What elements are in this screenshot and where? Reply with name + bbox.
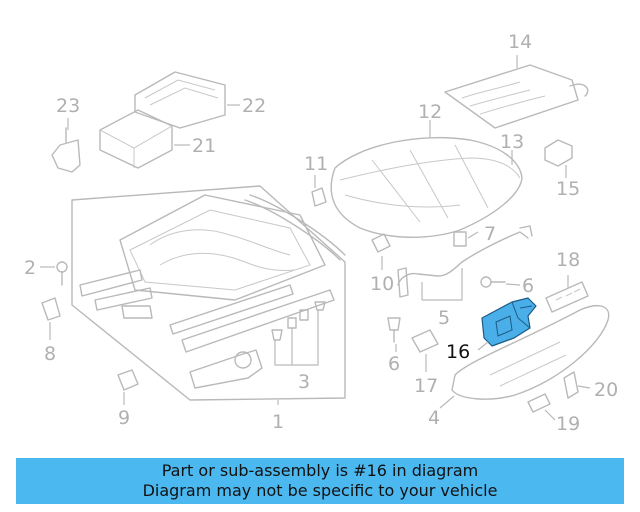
- part-5-wiring-harness: [397, 225, 533, 298]
- part-18-switch-panel: [545, 281, 589, 313]
- part-4-side-shield: [451, 304, 610, 400]
- callout-7: 7: [484, 223, 496, 245]
- callout-3: 3: [298, 371, 310, 393]
- callout-4: 4: [428, 407, 440, 429]
- callout-11: 11: [304, 153, 328, 175]
- part-14-heater-mat: [444, 64, 589, 129]
- callout-18: 18: [556, 249, 580, 271]
- callout-12: 12: [418, 101, 442, 123]
- part-10-connector: [371, 233, 391, 253]
- part-6-screw-upper: [480, 276, 506, 288]
- part-11-clip: [311, 187, 327, 207]
- part-15-switch: [544, 139, 573, 167]
- part-2-bolt: [56, 261, 68, 286]
- callout-22: 22: [242, 95, 266, 117]
- part-16-highlighted-module[interactable]: [481, 297, 537, 347]
- callout-5: 5: [438, 307, 450, 329]
- part-20-knob: [563, 371, 579, 399]
- callout-23: 23: [56, 95, 80, 117]
- seat-frame-assembly: [71, 185, 346, 401]
- callout-labels: 14 12 13 15 11 22 21 23 2 8 9 10 7 6 5 6…: [24, 31, 618, 435]
- callout-13: 13: [500, 131, 524, 153]
- callout-14: 14: [508, 31, 532, 53]
- part-7-clip: [453, 231, 467, 247]
- leader-lines: [40, 55, 591, 421]
- callout-19: 19: [556, 413, 580, 435]
- part-17-connector: [411, 329, 439, 353]
- info-banner: Part or sub-assembly is #16 in diagram D…: [16, 458, 624, 504]
- callout-17: 17: [414, 375, 438, 397]
- part-6-screw-lower: [387, 317, 401, 343]
- callout-1: 1: [272, 411, 284, 433]
- callout-6-right: 6: [522, 275, 534, 297]
- part-9-cap: [117, 369, 139, 391]
- callout-16-highlighted: 16: [446, 341, 470, 363]
- callout-15: 15: [556, 178, 580, 200]
- banner-line-1: Part or sub-assembly is #16 in diagram: [161, 461, 479, 480]
- callout-20: 20: [594, 379, 618, 401]
- part-22-harness-module: [134, 71, 226, 129]
- callout-2: 2: [24, 257, 36, 279]
- part-8-bracket: [41, 297, 61, 321]
- callout-10: 10: [370, 273, 394, 295]
- callout-8: 8: [44, 343, 56, 365]
- banner-line-2: Diagram may not be specific to your vehi…: [142, 481, 498, 500]
- part-21-control-unit: [99, 109, 173, 169]
- part-23-bracket: [51, 127, 81, 173]
- seat-cushion: [330, 136, 523, 238]
- callout-6-lower: 6: [388, 353, 400, 375]
- callout-9: 9: [118, 407, 130, 429]
- callout-21: 21: [192, 135, 216, 157]
- part-19-knob: [527, 393, 551, 413]
